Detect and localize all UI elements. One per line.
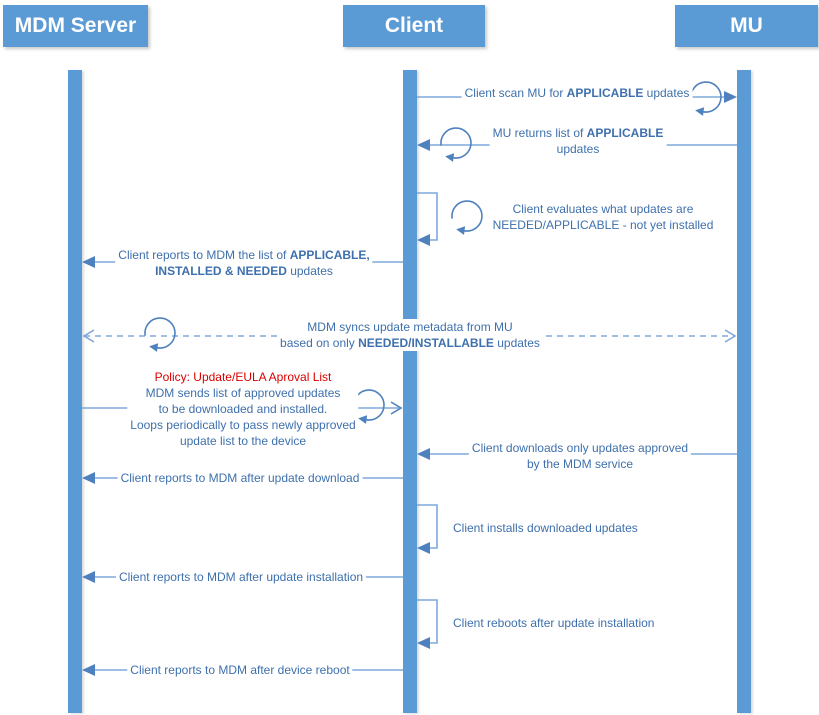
- label-line: updates: [556, 142, 600, 156]
- arrowhead-left-downloads: [417, 448, 430, 460]
- label-text: Client scan MU for: [464, 86, 567, 100]
- arrowhead-left-returns: [417, 139, 430, 151]
- arrowhead-left-reboots: [417, 637, 430, 649]
- label-line: MDM syncs update metadata from MU: [307, 320, 513, 334]
- message-label-policy: Policy: Update/EULA Aproval List MDM sen…: [127, 369, 359, 449]
- actor-label-mdm-server: MDM Server: [14, 14, 137, 37]
- message-label-returns: MU returns list of APPLICABLE updates: [489, 125, 667, 157]
- message-label-reboots: Client reboots after update installation: [450, 615, 658, 631]
- label-text: Client reports to MDM after update insta…: [118, 570, 364, 584]
- arrowhead-right-sync: [724, 329, 737, 343]
- self-message-evaluates: [417, 192, 438, 241]
- actor-box-mu: MU: [675, 5, 818, 47]
- label-line: Loops periodically to pass newly approve…: [130, 418, 356, 432]
- label-text-bold: APPLICABLE: [586, 126, 664, 140]
- label-line: Client downloads only updates approved: [471, 441, 689, 455]
- arrowhead-left-evaluates: [417, 234, 430, 246]
- lifeline-mu: [737, 70, 751, 713]
- self-message-installs: [417, 504, 438, 549]
- message-label-downloads: Client downloads only updates approved b…: [468, 440, 692, 472]
- label-text: Client installs downloaded updates: [453, 521, 638, 535]
- label-line: Client reports to MDM the list of APPLIC…: [118, 247, 369, 263]
- arrowhead-right-policy: [390, 401, 403, 415]
- label-text: MU returns list of: [492, 126, 587, 140]
- label-text-bold: APPLICABLE,: [289, 248, 370, 262]
- self-message-reboots: [417, 599, 438, 644]
- message-label-report-install: Client reports to MDM after update insta…: [115, 569, 367, 585]
- label-line: based on only NEEDED/INSTALLABLE updates: [280, 335, 540, 351]
- label-text: updates: [643, 86, 690, 100]
- message-label-report-list: Client reports to MDM the list of APPLIC…: [115, 247, 373, 279]
- lifeline-mdm-server: [68, 70, 82, 713]
- message-label-sync: MDM syncs update metadata from MU based …: [277, 319, 543, 351]
- label-text-bold: INSTALLED & NEEDED: [155, 264, 287, 278]
- arrowhead-left-installs: [417, 542, 430, 554]
- actor-label-mu: MU: [730, 14, 763, 37]
- label-line: MDM sends list of approved updates: [145, 386, 341, 400]
- actor-label-client: Client: [384, 14, 444, 37]
- label-text: Client reboots after update installation: [453, 616, 655, 630]
- label-text: Client reports to MDM after device reboo…: [130, 663, 350, 677]
- label-line: update list to the device: [179, 434, 307, 448]
- label-line: to be downloaded and installed.: [158, 402, 328, 416]
- message-label-report-download: Client reports to MDM after update downl…: [117, 470, 363, 486]
- loop-icon-scan: [690, 81, 722, 117]
- arrowhead-left-sync: [82, 329, 95, 343]
- arrowhead-left-report-download: [82, 472, 95, 484]
- label-line: Client evaluates what updates are: [512, 202, 694, 216]
- arrowhead-left-report-install: [82, 571, 95, 583]
- arrowhead-left-report-reboot: [82, 664, 95, 676]
- actor-box-mdm-server: MDM Server: [3, 5, 148, 47]
- loop-icon-sync: [144, 317, 176, 353]
- label-line: MU returns list of APPLICABLE: [493, 125, 664, 141]
- message-label-scan: Client scan MU for APPLICABLE updates: [461, 85, 693, 101]
- label-text-bold: APPLICABLE: [566, 86, 644, 100]
- label-text: updates: [493, 336, 540, 350]
- lifeline-client: [403, 70, 417, 713]
- arrowhead-right-scan: [724, 91, 737, 103]
- policy-title: Policy: Update/EULA Aproval List: [154, 370, 332, 384]
- arrowhead-left-report-list: [82, 256, 95, 268]
- loop-icon-evaluates: [451, 200, 483, 236]
- label-text-bold: NEEDED/INSTALLABLE: [358, 336, 494, 350]
- label-text: Client reports to MDM after update downl…: [120, 471, 360, 485]
- message-label-evaluates: Client evaluates what updates are NEEDED…: [489, 201, 717, 233]
- label-text: updates: [286, 264, 333, 278]
- label-text: based on only: [280, 336, 359, 350]
- label-line: INSTALLED & NEEDED updates: [118, 263, 369, 279]
- label-line: NEEDED/APPLICABLE - not yet installed: [492, 218, 714, 232]
- message-label-report-reboot: Client reports to MDM after device reboo…: [127, 662, 353, 678]
- actor-box-client: Client: [343, 5, 485, 47]
- label-line: by the MDM service: [526, 457, 634, 471]
- label-text: Client reports to MDM the list of: [118, 248, 290, 262]
- message-label-installs: Client installs downloaded updates: [450, 520, 641, 536]
